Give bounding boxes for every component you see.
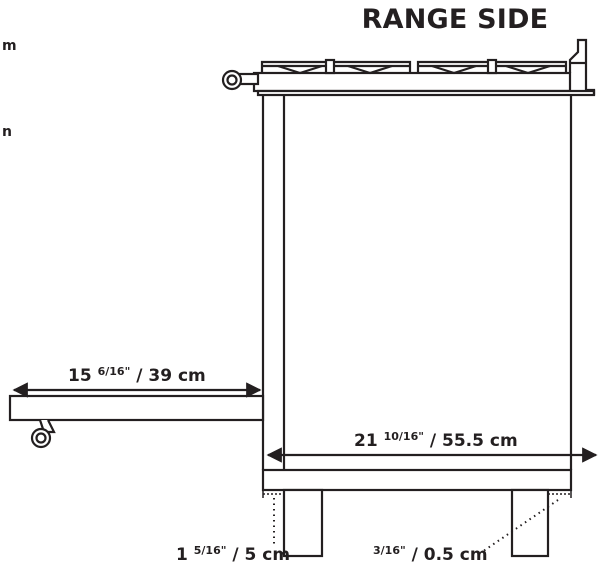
burner-center-1 [324,58,336,75]
cabinet-depth-metric: / 55.5 cm [430,431,518,451]
base-plinth [261,468,573,492]
cooktop-plate [252,71,572,93]
top-handle-icon [221,69,260,91]
grate-left [260,60,412,73]
diagram-title: RANGE SIDE [361,4,549,35]
back-leg [510,488,550,558]
left-text-fragment-1: m [2,38,17,54]
leg-inset-back-label: 3/16" / 0.5 cm [373,539,488,565]
door-depth-fraction: 6/16" [98,365,131,378]
leg-inset-front-label: 1 5/16" / 5 cm [176,539,290,565]
leader-lines [273,498,559,553]
door-depth-metric: / 39 cm [136,366,206,386]
leg-inset-front-metric: / 5 cm [232,545,290,565]
leg-inset-front-whole: 1 [176,545,188,565]
cooktop [252,38,596,97]
leg-inset-back-fraction: 3/16" [373,544,406,557]
cooktop-lip [256,89,596,97]
burner-center-2 [486,58,498,75]
cabinet-depth-label: 21 10/16" / 55.5 cm [354,425,518,451]
backguard [568,38,596,95]
open-oven-door [8,394,265,422]
door-depth-whole: 15 [68,366,92,386]
door-handle-icon [30,419,56,449]
leg-inset-back-metric: / 0.5 cm [412,545,488,565]
cabinet-body [261,95,573,470]
front-leg [282,488,324,558]
leg-inset-front-fraction: 5/16" [194,544,227,557]
leg-inset-brackets [262,490,572,498]
cabinet-depth-whole: 21 [354,431,378,451]
left-text-fragment-2: n [2,124,12,140]
cabinet-depth-fraction: 10/16" [384,430,424,443]
legs [282,488,550,558]
door-depth-label: 15 6/16" / 39 cm [68,360,206,386]
